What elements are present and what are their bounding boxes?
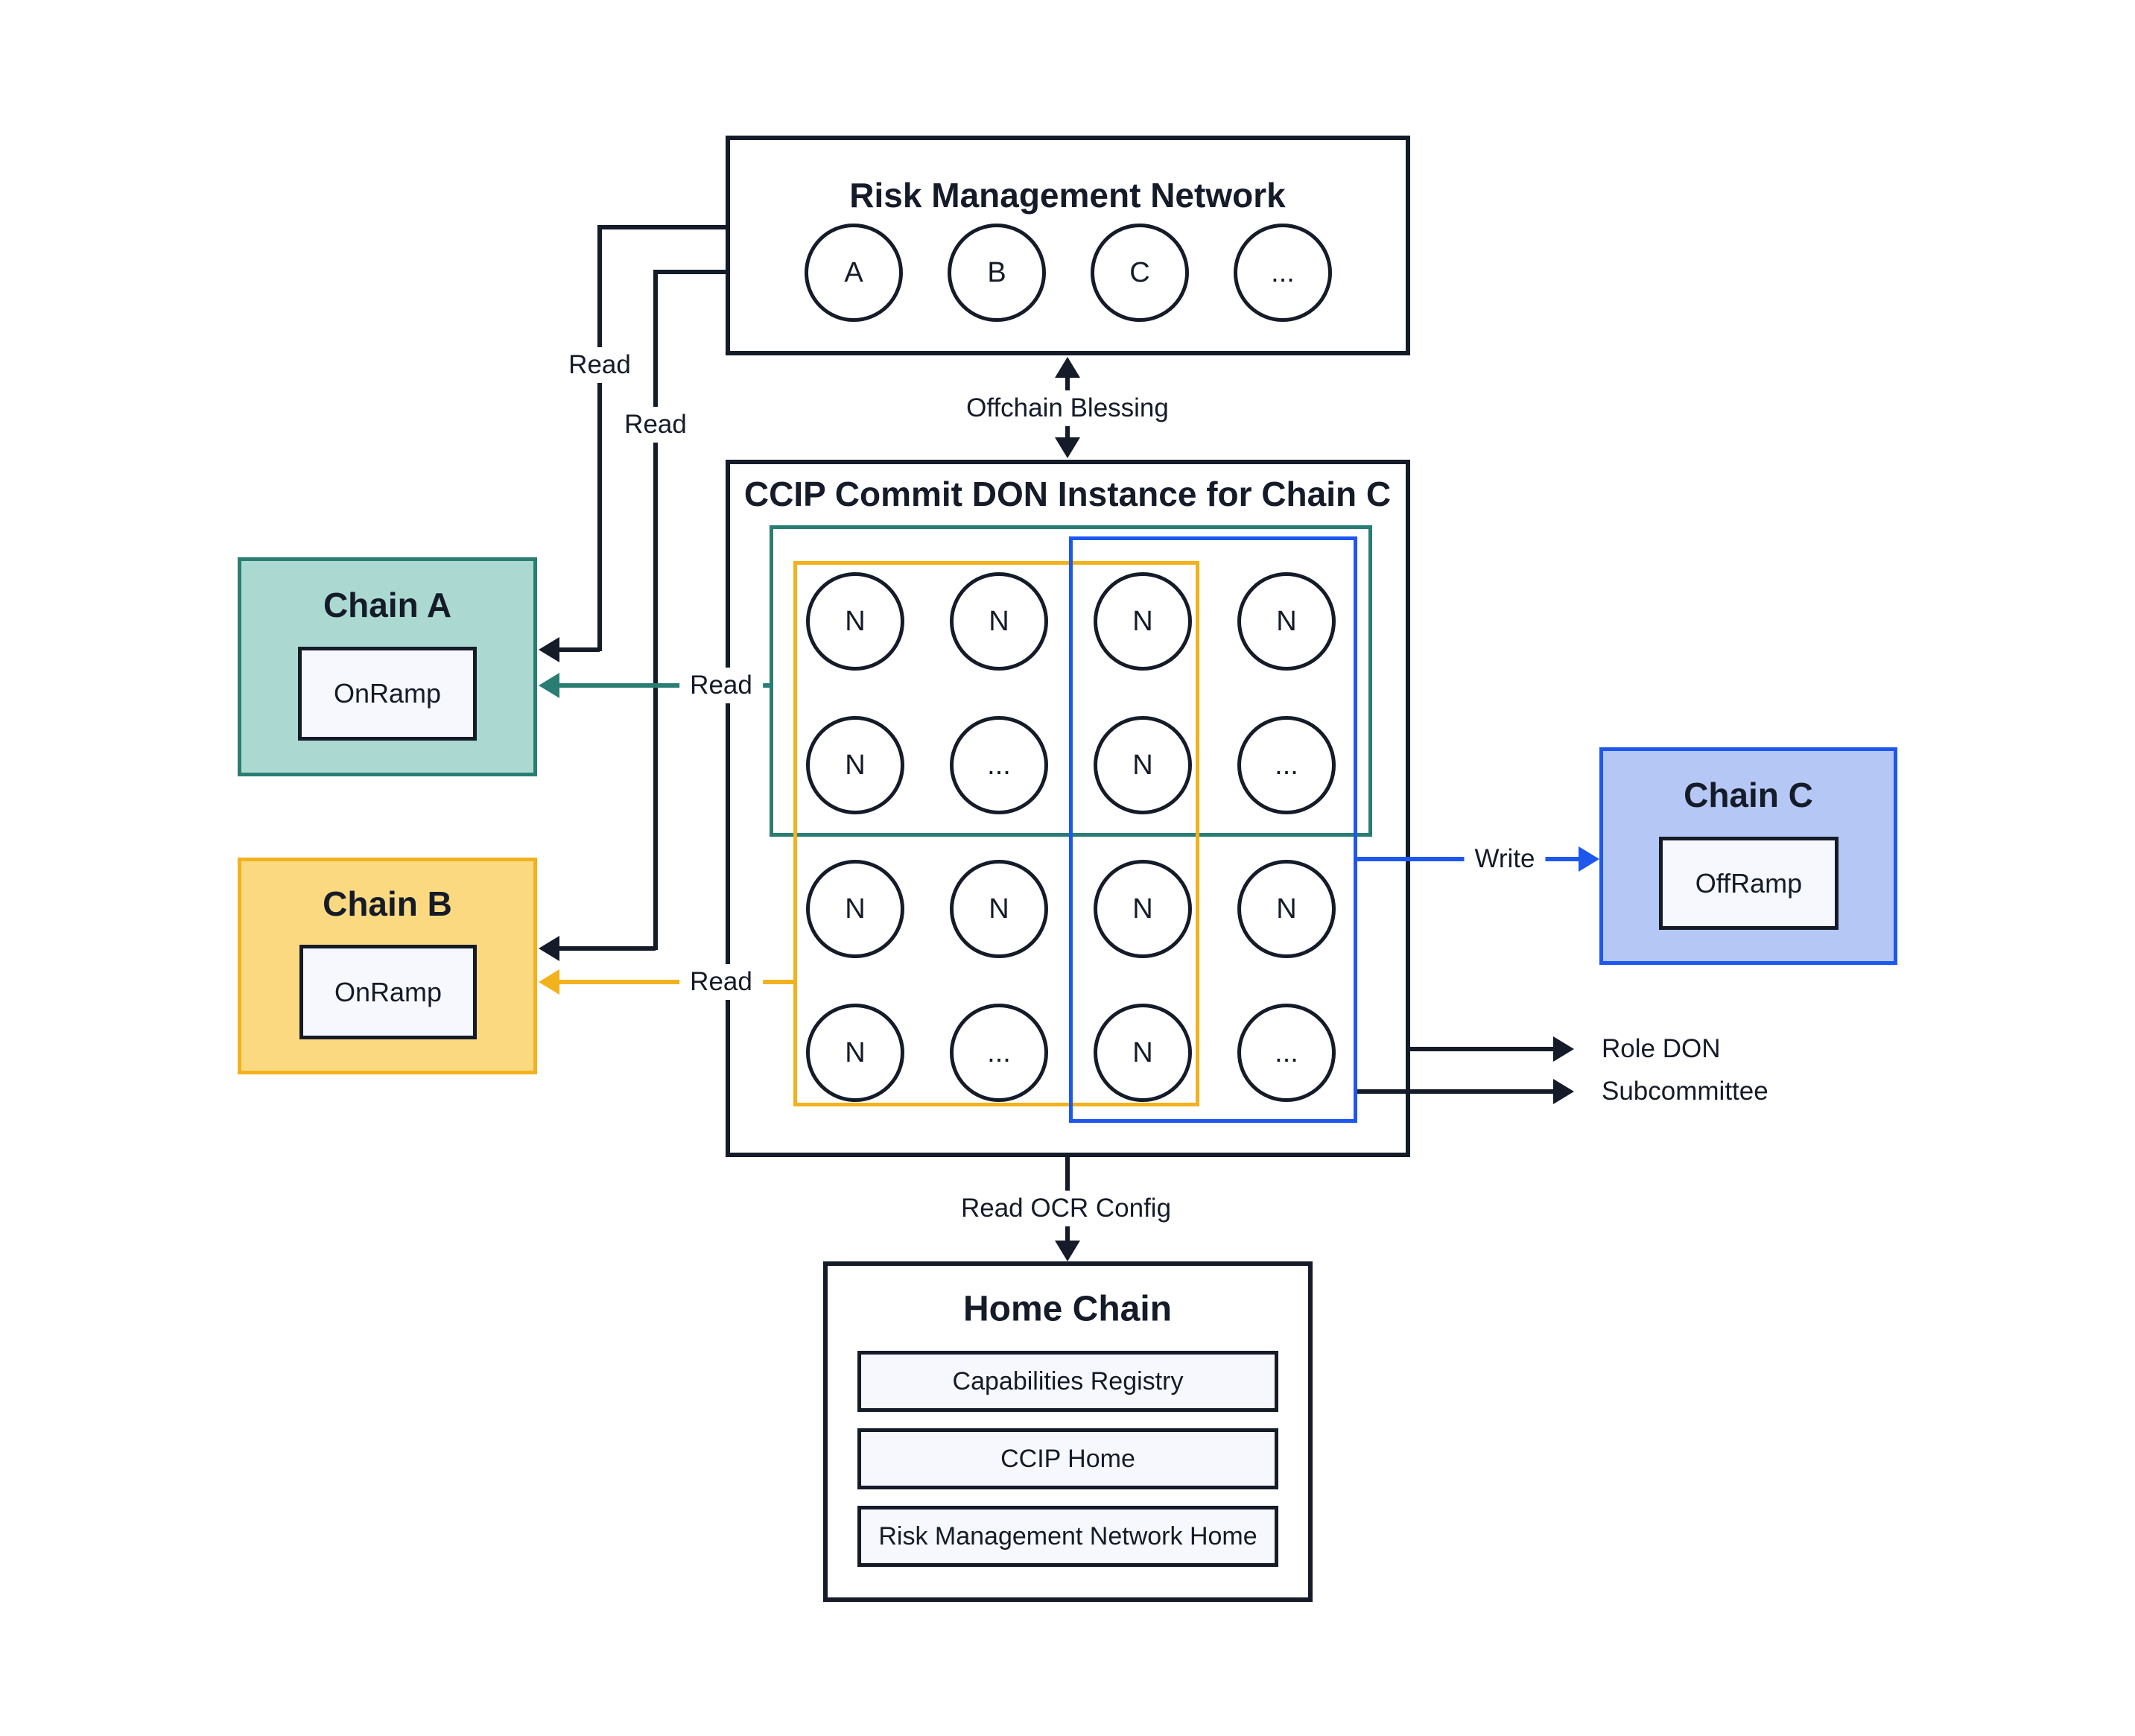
rmn-read-a-line-vertical — [597, 225, 602, 651]
don-node-r3c1-label: N — [845, 893, 866, 925]
don-node-r2c4: ... — [1237, 716, 1336, 814]
chain-a-onramp-box: OnRamp — [298, 647, 477, 741]
don-node-r4c3-label: N — [1132, 1036, 1153, 1068]
rmn-read-b-line-bottom — [557, 946, 656, 951]
rmn-read-a-line-top — [600, 225, 726, 229]
don-node-r3c3-label: N — [1132, 893, 1153, 925]
don-read-a-arrowhead-icon — [539, 673, 559, 698]
don-node-r4c4: ... — [1237, 1004, 1336, 1102]
risk-management-network-title: Risk Management Network — [849, 176, 1286, 215]
don-node-r4c1-label: N — [845, 1036, 866, 1068]
chain-b-title: Chain B — [323, 884, 452, 923]
read-ocr-config-arrowhead-icon — [1055, 1241, 1080, 1261]
rmn-read-a-arrowhead-icon — [539, 637, 559, 662]
don-node-r1c1: N — [806, 572, 904, 671]
don-node-r1c3: N — [1094, 572, 1192, 671]
don-read-a-line — [557, 683, 770, 688]
don-node-r1c1-label: N — [845, 605, 866, 637]
subcommittee-outline — [1069, 536, 1357, 1123]
ccip-home-box: CCIP Home — [857, 1428, 1278, 1489]
don-node-r3c4-label: N — [1276, 893, 1297, 925]
don-node-r2c1-label: N — [845, 749, 866, 781]
chain-c-offramp-box: OffRamp — [1659, 837, 1839, 930]
rmn-node-c: C — [1091, 224, 1189, 322]
don-read-b-label: Read — [679, 964, 763, 1000]
rmn-node-more: ... — [1234, 224, 1332, 322]
don-node-r1c3-label: N — [1132, 605, 1153, 637]
don-node-r1c4: N — [1237, 572, 1336, 671]
don-node-r2c3-label: N — [1132, 749, 1153, 781]
don-write-c-arrowhead-icon — [1579, 846, 1599, 872]
chain-b-reader-outline — [793, 561, 1199, 1106]
don-node-r3c2-label: N — [989, 893, 1009, 925]
rmn-node-b-label: B — [987, 256, 1006, 288]
rmn-node-a: A — [805, 224, 903, 322]
don-node-r4c2: ... — [950, 1004, 1048, 1102]
don-node-r3c3: N — [1094, 860, 1192, 958]
rmn-read-b-line-top — [656, 270, 726, 274]
rmn-read-a-label: Read — [558, 347, 641, 383]
don-node-r2c3: N — [1094, 716, 1192, 814]
capabilities-registry-label: Capabilities Registry — [952, 1366, 1184, 1396]
don-node-r4c4-label: ... — [1275, 1036, 1298, 1068]
chain-a-onramp-label: OnRamp — [333, 678, 442, 709]
ccip-commit-don-title: CCIP Commit DON Instance for Chain C — [743, 475, 1392, 513]
subcommittee-label: Subcommittee — [1602, 1077, 1768, 1106]
ccip-home-label: CCIP Home — [1000, 1444, 1135, 1473]
don-node-r4c2-label: ... — [987, 1036, 1011, 1068]
offchain-blessing-arrowhead-down-icon — [1055, 437, 1080, 458]
rmn-node-a-label: A — [844, 256, 863, 288]
don-node-r2c1: N — [806, 716, 904, 814]
role-don-line — [1410, 1047, 1553, 1051]
subcommittee-line — [1357, 1089, 1553, 1094]
don-read-a-label: Read — [679, 668, 763, 703]
don-node-r2c2: ... — [950, 716, 1048, 814]
offchain-blessing-arrowhead-up-icon — [1055, 357, 1080, 378]
offchain-blessing-label: Offchain Blessing — [956, 390, 1179, 426]
role-don-arrowhead-icon — [1553, 1036, 1574, 1062]
read-ocr-config-label: Read OCR Config — [950, 1191, 1182, 1226]
don-read-b-line — [557, 980, 793, 984]
don-node-r2c2-label: ... — [987, 749, 1011, 781]
rmn-read-b-line-vertical — [653, 270, 658, 950]
rmn-node-b: B — [948, 224, 1046, 322]
don-write-c-label: Write — [1464, 841, 1546, 877]
don-node-r1c4-label: N — [1276, 605, 1297, 637]
rmn-node-c-label: C — [1129, 256, 1150, 288]
don-node-r1c2-label: N — [989, 605, 1009, 637]
don-node-r3c1: N — [806, 860, 904, 958]
chain-b-onramp-box: OnRamp — [299, 945, 477, 1039]
capabilities-registry-box: Capabilities Registry — [857, 1351, 1278, 1412]
don-read-b-arrowhead-icon — [539, 969, 559, 995]
role-don-label: Role DON — [1602, 1034, 1721, 1063]
don-node-r4c3: N — [1094, 1004, 1192, 1102]
don-node-r3c4: N — [1237, 860, 1336, 958]
don-node-r2c4-label: ... — [1275, 749, 1298, 781]
rmn-read-b-arrowhead-icon — [539, 936, 559, 961]
don-node-r1c2: N — [950, 572, 1048, 671]
rmn-home-label: Risk Management Network Home — [878, 1521, 1257, 1550]
chain-b-onramp-label: OnRamp — [334, 976, 442, 1007]
home-chain-title: Home Chain — [962, 1289, 1173, 1329]
rmn-home-box: Risk Management Network Home — [857, 1506, 1278, 1567]
rmn-read-b-label: Read — [614, 407, 697, 443]
don-node-r4c1: N — [806, 1004, 904, 1102]
don-node-r3c2: N — [950, 860, 1048, 958]
rmn-read-a-line-bottom — [557, 647, 600, 652]
chain-c-offramp-label: OffRamp — [1695, 867, 1803, 899]
subcommittee-arrowhead-icon — [1553, 1079, 1574, 1104]
rmn-node-more-label: ... — [1271, 256, 1295, 288]
chain-a-title: Chain A — [323, 586, 452, 624]
chain-c-title: Chain C — [1684, 776, 1813, 814]
